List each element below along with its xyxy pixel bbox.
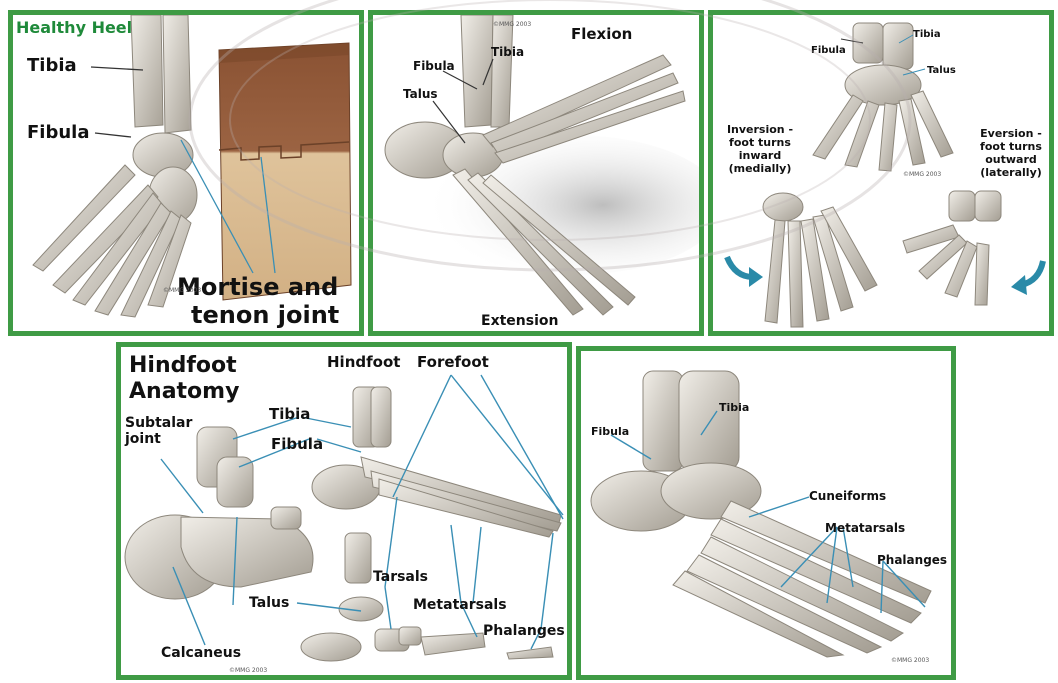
label-fibula: Fibula xyxy=(271,435,323,453)
panel-inversion-eversion: Tibia Fibula Talus Inversion -foot turns… xyxy=(708,10,1054,336)
label-talus: Talus xyxy=(927,65,956,76)
label-fibula: Fibula xyxy=(27,122,89,143)
copyright: ©MMG 2003 xyxy=(891,657,929,664)
label-phalanges: Phalanges xyxy=(483,623,565,639)
foot-skeleton-illustration xyxy=(581,351,951,675)
label-fibula: Fibula xyxy=(413,59,455,73)
label-forefoot: Forefoot xyxy=(417,353,489,371)
label-phalanges: Phalanges xyxy=(877,553,947,567)
label-talus: Talus xyxy=(403,87,438,101)
copyright: ©MMG 2003 xyxy=(903,171,941,178)
label-extension: Extension xyxy=(481,313,558,329)
label-tibia: Tibia xyxy=(491,45,524,59)
label-joint-line2: tenon joint xyxy=(191,301,339,329)
label-talus: Talus xyxy=(249,595,289,611)
label-metatarsals: Metatarsals xyxy=(825,521,905,535)
label-fibula: Fibula xyxy=(811,45,846,56)
label-hindfoot: Hindfoot xyxy=(327,353,400,371)
copyright: ©MMG 2003 xyxy=(493,21,531,28)
label-tibia: Tibia xyxy=(719,401,749,414)
label-inversion: Inversion -foot turns inward(medially) xyxy=(719,123,801,175)
label-metatarsals: Metatarsals xyxy=(413,597,507,613)
panel-title: Healthy Heel xyxy=(16,18,132,37)
label-tibia: Tibia xyxy=(27,55,77,76)
panel-healthy-heel: Healthy Heel Tibia Fibula Mortise and te… xyxy=(8,10,364,336)
label-tarsals: Tarsals xyxy=(373,569,428,585)
label-tibia: Tibia xyxy=(269,405,310,423)
copyright: ©MMG 2003 xyxy=(229,667,267,674)
label-fibula: Fibula xyxy=(591,425,629,438)
label-flexion: Flexion xyxy=(571,25,632,43)
label-tibia: Tibia xyxy=(913,29,941,40)
label-cuneiforms: Cuneiforms xyxy=(809,489,886,503)
copyright: ©MMG 2003 xyxy=(163,287,201,294)
label-eversion: Eversion -foot turns outward(laterally) xyxy=(971,127,1051,179)
panel-foot-bones: Fibula Tibia Cuneiforms Metatarsals Phal… xyxy=(576,346,956,680)
panel-flexion-extension: Flexion Fibula Tibia Talus Extension ©MM… xyxy=(368,10,704,336)
label-joint-line1: Mortise and xyxy=(177,273,338,301)
label-calcaneus: Calcaneus xyxy=(161,645,241,661)
